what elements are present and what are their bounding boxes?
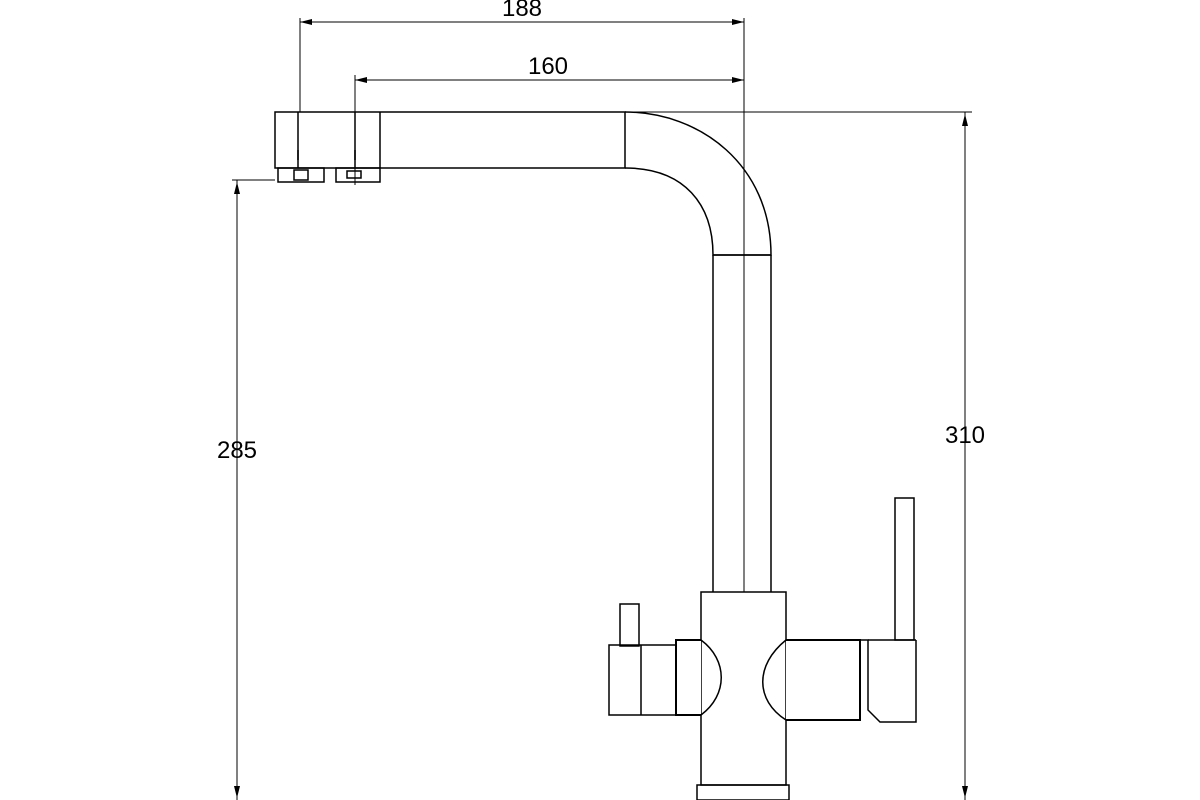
dimension-285: 285	[217, 179, 275, 800]
dimension-188: 188	[299, 0, 745, 112]
dimension-160: 160	[354, 53, 744, 185]
nozzle-left	[277, 150, 325, 183]
right-handle	[762, 497, 917, 723]
faucet-outline	[274, 111, 917, 800]
dimension-label-310: 310	[945, 422, 985, 449]
mixer-body	[700, 591, 787, 786]
left-handle	[608, 603, 722, 716]
spout-arm	[274, 111, 626, 169]
nozzle-right	[335, 150, 381, 183]
dimension-label-160: 160	[528, 53, 568, 80]
dimension-310: 310	[625, 111, 985, 800]
spout-bend	[624, 111, 772, 256]
riser-tube	[712, 255, 772, 592]
dimension-label-285: 285	[217, 437, 257, 464]
dimension-label-188: 188	[502, 0, 542, 22]
